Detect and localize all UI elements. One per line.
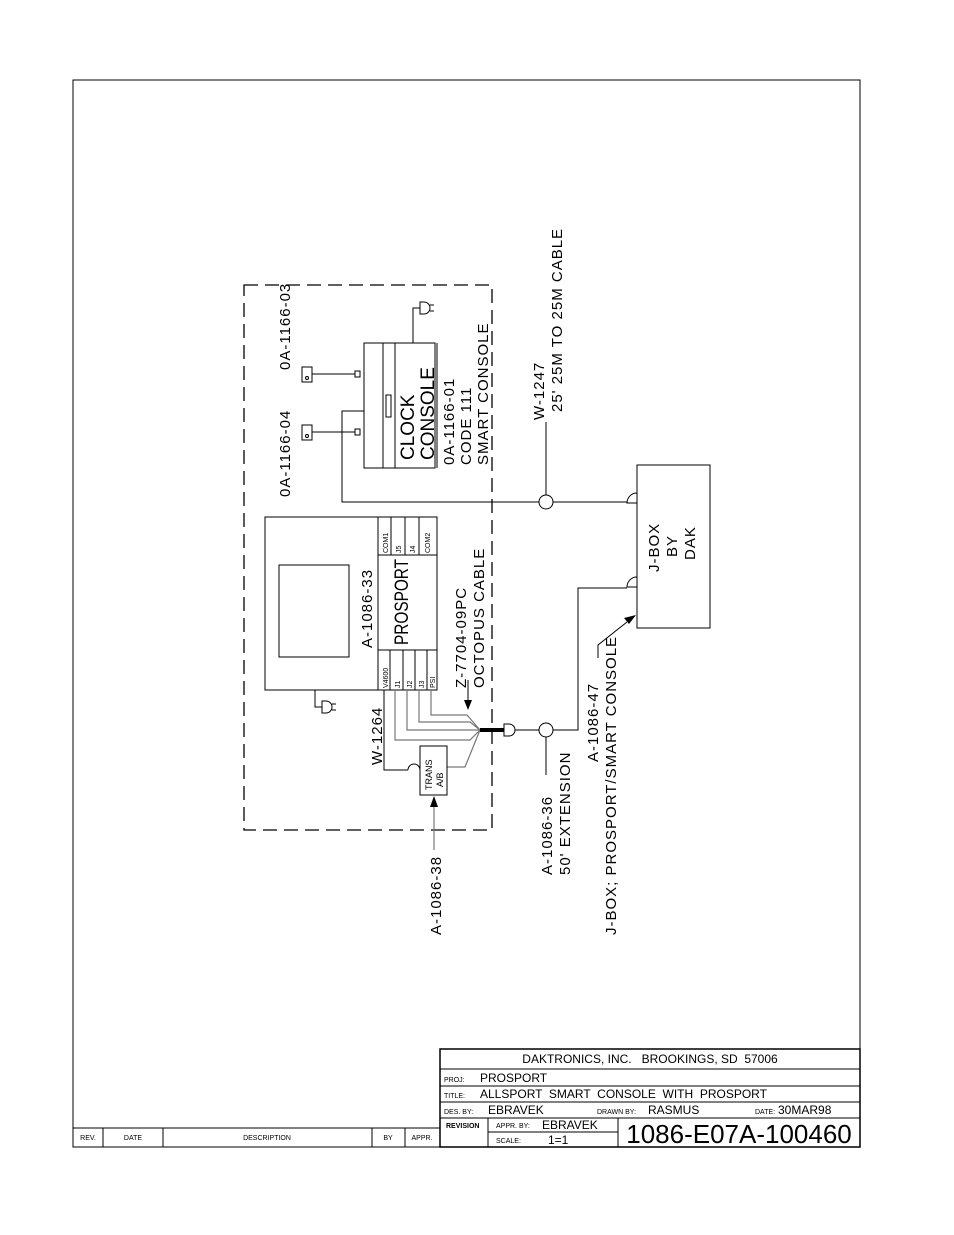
designer: EBRAVEK — [488, 1103, 544, 1117]
jbox-cable-desc: J-BOX; PROSPORT/SMART CONSOLE — [603, 636, 620, 935]
cable-connector — [538, 722, 554, 738]
power-plug-icon — [419, 301, 434, 315]
prosport-name: PROSPORT — [392, 559, 413, 645]
scale-label: SCALE: — [496, 1138, 521, 1145]
jbox-label-3: DAK — [682, 526, 699, 560]
date-header: DATE — [124, 1135, 142, 1142]
drawing-date: 30MAR98 — [778, 1103, 832, 1117]
drafter: RASMUS — [648, 1103, 699, 1117]
remote-1-label: 0A-1166-04 — [277, 410, 294, 497]
extension-desc: 50' EXTENSION — [557, 752, 574, 875]
proj-label: PROJ: — [444, 1077, 465, 1084]
project-name: PROSPORT — [480, 1071, 548, 1085]
jbox — [636, 464, 711, 629]
port-j5: J5 — [396, 546, 403, 554]
revision-label: REVISION — [446, 1123, 479, 1130]
scale-value: 1=1 — [548, 1133, 569, 1147]
arrow-icon — [430, 796, 438, 807]
remote-2-label: 0A-1166-03 — [277, 283, 294, 370]
port-psi: PSI — [430, 677, 437, 688]
port-j4: J4 — [410, 546, 417, 554]
trans-label-2: A/B — [435, 772, 445, 787]
remote-0a-1166-04 — [301, 424, 361, 441]
clock-console — [363, 301, 438, 469]
port-j1: J1 — [395, 681, 402, 689]
arrow-icon — [464, 700, 472, 710]
des-by-label: DES. BY: — [444, 1109, 473, 1116]
drawn-by-label: DRAWN BY: — [597, 1109, 636, 1116]
company-name: DAKTRONICS, INC. BROOKINGS, SD 57006 — [522, 1052, 778, 1066]
prosport-part-number: A-1086-33 — [359, 569, 376, 648]
port-j3: J3 — [419, 681, 426, 689]
jbox-label-1: J-BOX — [646, 523, 663, 572]
title-label: TITLE: — [444, 1093, 465, 1100]
octopus-desc: OCTOPUS CABLE — [471, 548, 488, 688]
w1264-label: W-1264 — [369, 707, 386, 765]
console-part-number: 0A-1166-01 — [441, 378, 458, 465]
enclosure-boundary — [243, 284, 493, 831]
cable-connector — [538, 494, 554, 510]
console-code: CODE 111 — [458, 387, 475, 465]
power-plug-icon — [321, 700, 336, 714]
revision-table: REV. DATE DESCRIPTION BY APPR. — [73, 1127, 440, 1147]
drawing-number: 1086-E07A-100460 — [626, 1119, 852, 1149]
console-type: SMART CONSOLE — [475, 323, 492, 465]
prosport-controller — [264, 516, 438, 714]
drawing-title: ALLSPORT SMART CONSOLE WITH PROSPORT — [480, 1087, 768, 1101]
jbox-cable-part: A-1086-47 — [585, 683, 602, 762]
jbox-label-2: BY — [664, 535, 681, 557]
approver: EBRAVEK — [542, 1118, 598, 1132]
port-v4600: V4600 — [383, 668, 390, 688]
extension-part: A-1086-36 — [539, 796, 556, 875]
by-header: BY — [383, 1135, 393, 1142]
port-j2: J2 — [407, 681, 414, 689]
remote-0a-1166-03 — [301, 366, 361, 383]
arrow-icon — [624, 615, 636, 624]
octopus-cable — [394, 587, 627, 768]
a1086-38-label: A-1086-38 — [428, 856, 445, 935]
octopus-part: Z-7704-09PC — [453, 587, 470, 688]
title-block: DAKTRONICS, INC. BROOKINGS, SD 57006 PRO… — [439, 1048, 861, 1149]
rev-header: REV. — [80, 1135, 96, 1142]
console-to-jbox-cable — [341, 410, 627, 503]
console-label-line1: CLOCK — [398, 394, 419, 460]
trans-ab-box — [419, 745, 448, 796]
date-label: DATE: — [755, 1109, 775, 1116]
appr-by-label: APPR. BY: — [496, 1123, 530, 1130]
appr-header: APPR. — [411, 1135, 432, 1142]
main-cable-part: W-1247 — [531, 362, 548, 420]
description-header: DESCRIPTION — [243, 1135, 291, 1142]
port-com2: COM2 — [425, 533, 432, 553]
main-cable-desc: 25' 25M TO 25M CABLE — [549, 228, 566, 412]
console-label-line2: CONSOLE — [418, 367, 439, 460]
trans-label-1: TRANS — [424, 759, 434, 790]
port-com1: COM1 — [383, 533, 390, 553]
